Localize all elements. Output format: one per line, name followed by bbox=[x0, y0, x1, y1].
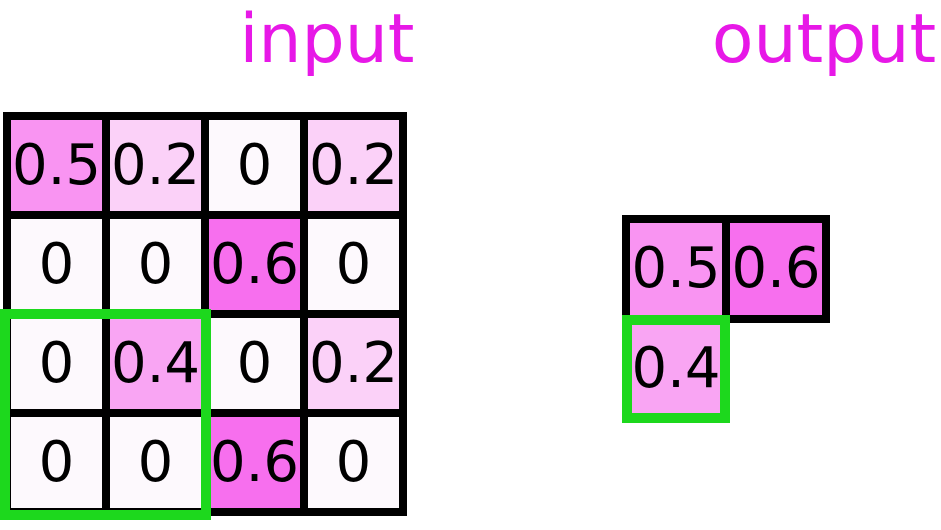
input-cell-r2c2: 0 bbox=[110, 219, 201, 310]
input-cell-r2c4: 0 bbox=[308, 219, 399, 310]
input-cell-r3c1: 0 bbox=[11, 318, 102, 409]
input-cell-r4c4: 0 bbox=[308, 417, 399, 508]
input-cell-r1c3: 0 bbox=[209, 120, 300, 211]
output-cell-2: 0.6 bbox=[730, 223, 822, 315]
output-label: output bbox=[711, 0, 937, 79]
input-cell-r4c2: 0 bbox=[110, 417, 201, 508]
input-label: input bbox=[239, 0, 415, 79]
input-cell-r2c1: 0 bbox=[11, 219, 102, 310]
pooling-window-highlight bbox=[0, 309, 211, 520]
input-cell-r2c3: 0.6 bbox=[209, 219, 300, 310]
input-cell-r3c4: 0.2 bbox=[308, 318, 399, 409]
input-cell-r1c4: 0.2 bbox=[308, 120, 399, 211]
input-cell-r1c2: 0.2 bbox=[110, 120, 201, 211]
input-cell-r4c3: 0.6 bbox=[209, 417, 300, 508]
output-cell-1: 0.5 bbox=[630, 223, 722, 315]
input-cell-r3c3: 0 bbox=[209, 318, 300, 409]
output-highlighted-cell: 0.4 bbox=[622, 315, 730, 423]
input-cell-r1c1: 0.5 bbox=[11, 120, 102, 211]
input-cell-r4c1: 0 bbox=[11, 417, 102, 508]
input-cell-r3c2: 0.4 bbox=[110, 318, 201, 409]
